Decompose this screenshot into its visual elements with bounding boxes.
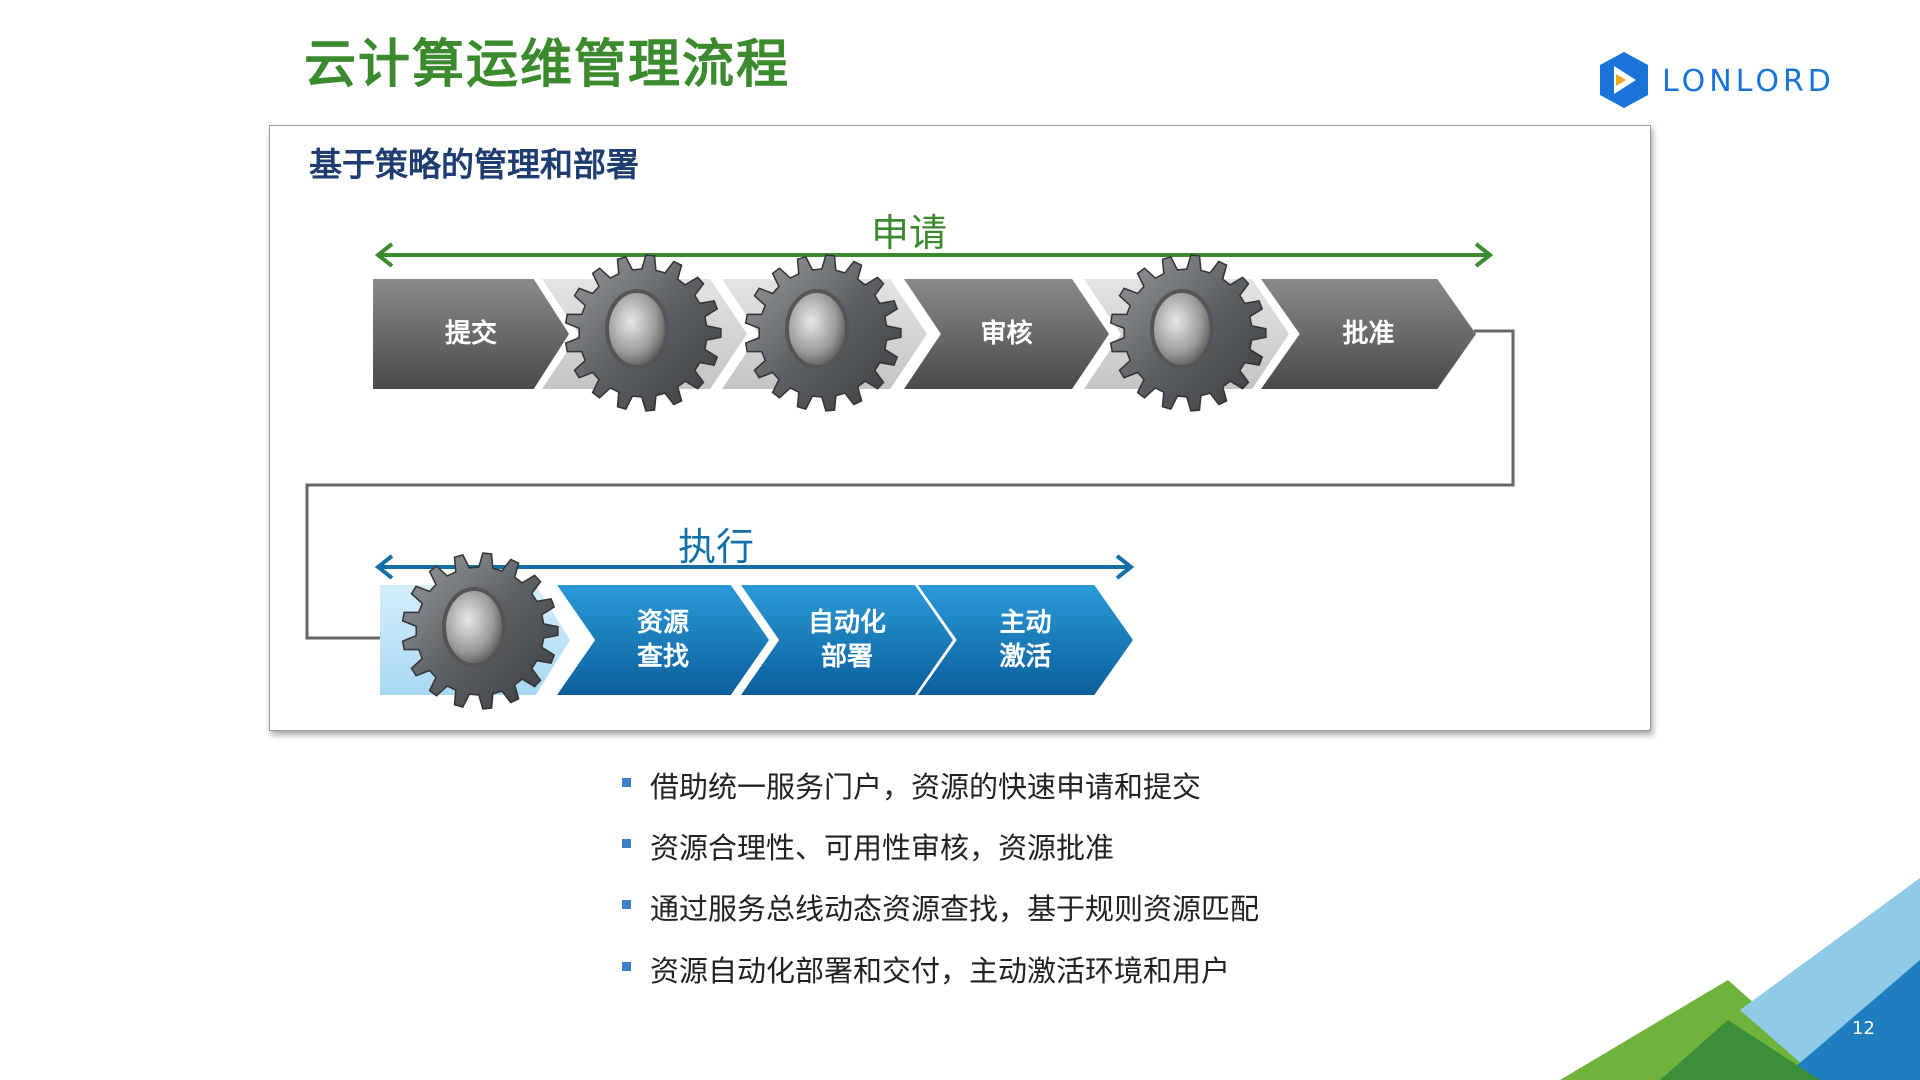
step-label: 自动化 部署: [807, 608, 886, 672]
step-submit: 提交: [373, 279, 569, 389]
step-label: 提交: [444, 319, 497, 349]
gear-icon: [401, 552, 559, 710]
page-number: 12: [1852, 1018, 1875, 1039]
apply-label: 申请: [870, 211, 948, 255]
panel-subtitle: 基于策略的管理和部署: [309, 145, 639, 184]
step-label: 主动 激活: [999, 608, 1052, 672]
gear-icon: [564, 254, 722, 412]
step-label: 批准: [1342, 319, 1395, 349]
bullet-item: 资源自动化部署和交付，主动激活环境和用户: [622, 948, 1230, 990]
step-label: 审核: [980, 319, 1033, 349]
step-label: 资源 查找: [636, 608, 689, 672]
page-title: 云计算运维管理流程: [304, 35, 791, 95]
lonlord-logo: LONLORD: [1600, 52, 1835, 108]
gear-icon: [1109, 254, 1267, 412]
bullet-item: 通过服务总线动态资源查找，基于规则资源匹配: [622, 886, 1259, 928]
step-review: 审核: [904, 279, 1109, 389]
gear-icon: [744, 254, 902, 412]
connector-line: [305, 329, 1515, 640]
execute-arrow: [374, 554, 1135, 580]
bullet-item: 借助统一服务门户，资源的快速申请和提交: [622, 764, 1201, 806]
corner-decoration: [1560, 878, 1920, 1080]
svg-text:LONLORD: LONLORD: [1662, 64, 1835, 99]
apply-arrow: [374, 242, 1494, 268]
bullet-item: 资源合理性、可用性审核，资源批准: [622, 825, 1114, 867]
execute-label: 执行: [677, 525, 755, 569]
